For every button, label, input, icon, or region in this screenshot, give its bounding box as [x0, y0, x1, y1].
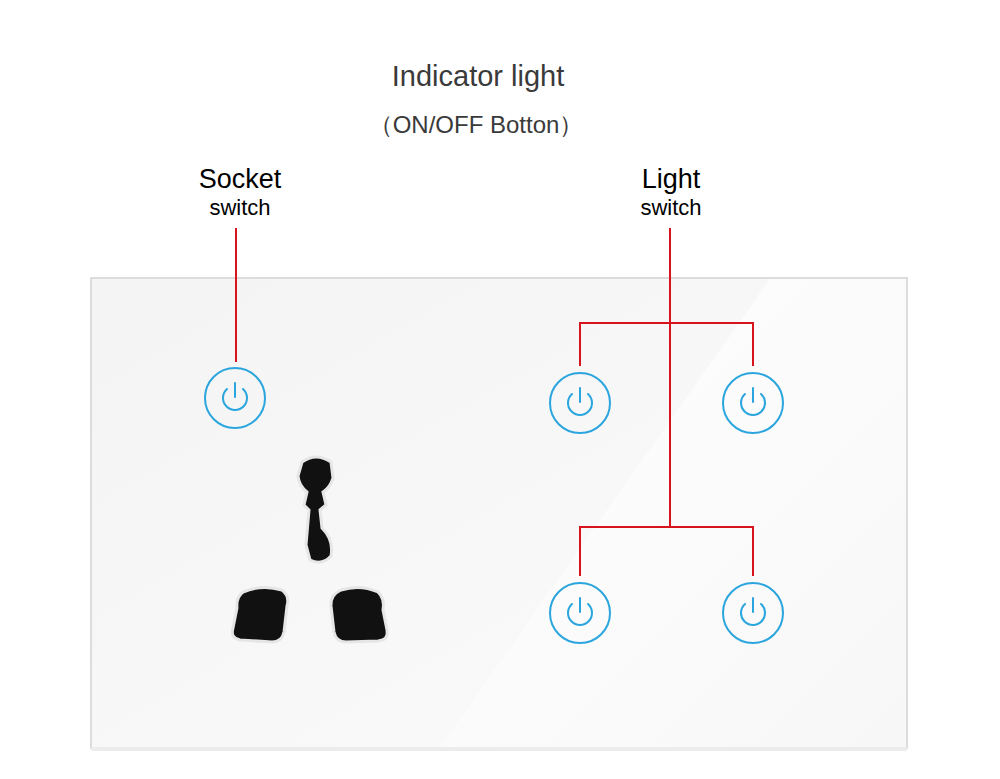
leader-lines — [236, 228, 753, 576]
power-button — [550, 583, 610, 643]
panel-edge — [91, 747, 907, 751]
glass-reflection — [440, 279, 906, 747]
part-name: switch — [209, 197, 270, 219]
power-button — [550, 373, 610, 433]
part-name: switch — [640, 197, 701, 219]
diagram-title: Indicator light — [392, 62, 565, 91]
power-button — [723, 583, 783, 643]
subtitle-note: （ON/OFF Botton） — [369, 113, 584, 137]
touch-buttons — [205, 368, 783, 643]
power-button — [723, 373, 783, 433]
part-name: Socket — [199, 166, 282, 193]
part-name: Light — [642, 166, 701, 193]
glass-panel — [91, 278, 907, 748]
power-button — [205, 368, 265, 428]
socket-holes — [232, 457, 387, 642]
